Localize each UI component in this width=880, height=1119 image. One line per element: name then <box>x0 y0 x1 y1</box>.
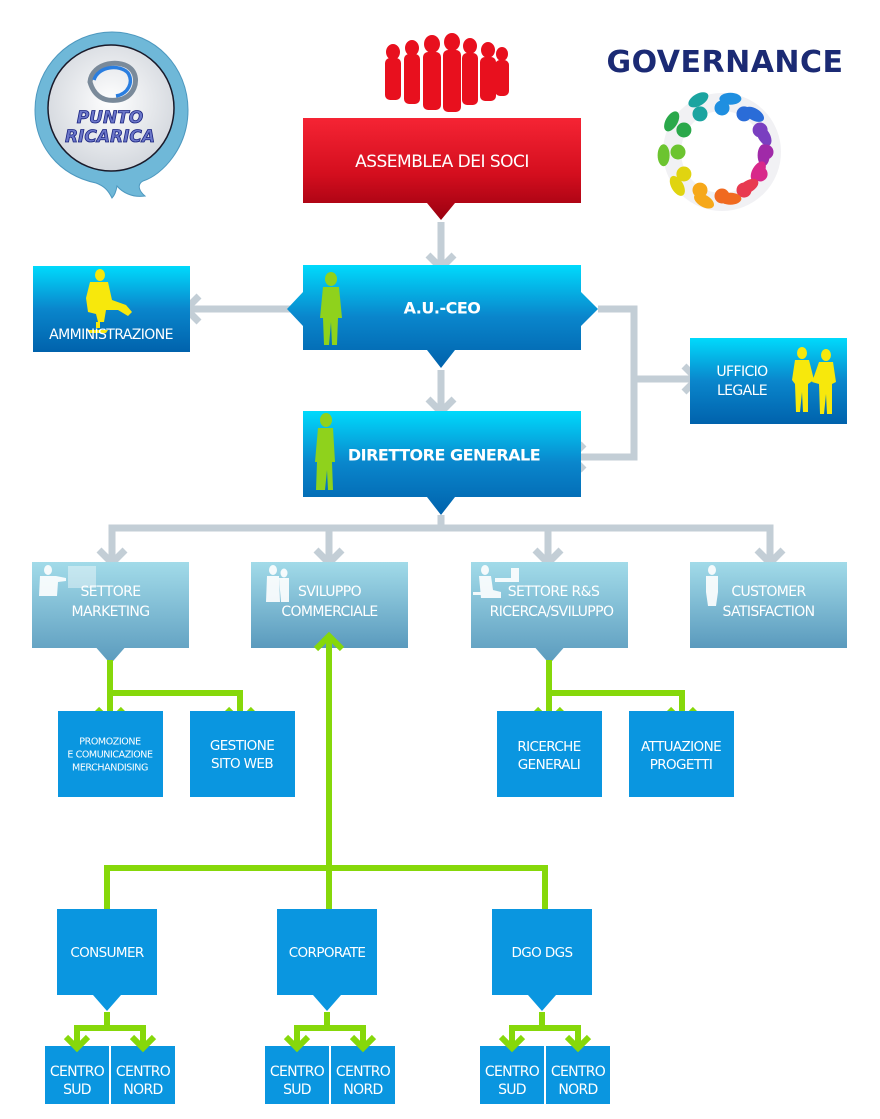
swirl-icon <box>87 60 138 103</box>
amministrazione-label: AMMINISTRAZIONE <box>49 327 173 343</box>
centro-sud-line1: CENTRO <box>485 1064 540 1080</box>
rs-child-box[interactable]: RICERCHE GENERALI <box>497 711 602 797</box>
rs-child-box[interactable]: ATTUAZIONE PROGETTI <box>629 711 734 797</box>
rs-child-label-line1: RICERCHE <box>517 739 580 755</box>
green-connectors <box>91 631 698 934</box>
person-head <box>692 106 708 122</box>
commercial-child-box[interactable]: CONSUMER <box>57 909 157 1011</box>
centro-nord-line2: NORD <box>343 1082 382 1098</box>
commercial-child-label: CONSUMER <box>70 945 144 961</box>
people-circle-icon <box>657 92 781 211</box>
sector-label-line2: MARKETING <box>71 604 149 620</box>
centro-nord-line2: NORD <box>558 1082 597 1098</box>
marketing-child-label: E COMUNICAZIONE <box>67 750 153 761</box>
person-figure <box>688 92 709 108</box>
governance-title: GOVERNANCE <box>606 45 843 80</box>
person-head <box>676 166 692 182</box>
direttore-label: DIRETTORE GENERALE <box>348 446 540 465</box>
person-head <box>670 144 686 160</box>
person-head <box>676 122 692 138</box>
ceo-box[interactable]: A.U.-CEO <box>287 265 598 368</box>
centro-sud-line2: SUD <box>498 1082 526 1098</box>
sector-label-line1: CUSTOMER <box>731 584 806 600</box>
person-head <box>736 182 752 198</box>
rs-child-label-line2: PROGETTI <box>650 757 713 773</box>
logo-text-line2: RICARICA <box>65 127 155 147</box>
centro-sud-box[interactable]: CENTRO SUD <box>480 1046 544 1104</box>
chair-man-icon <box>86 269 132 333</box>
presenter-icon <box>39 565 96 596</box>
sector-box-3[interactable]: SETTORE R&S RICERCA/SVILUPPO <box>471 562 628 664</box>
sector-label-line1: SETTORE <box>81 584 141 600</box>
desk-worker-icon <box>473 565 519 598</box>
centro-nord-box[interactable]: CENTRO NORD <box>331 1046 395 1104</box>
rs-child-label-line1: ATTUAZIONE <box>641 739 721 755</box>
commercial-child-label: DGO DGS <box>512 945 573 961</box>
centro-sud-line2: SUD <box>283 1082 311 1098</box>
centri-connectors <box>63 1012 592 1053</box>
marketing-child-label: SITO WEB <box>211 756 273 772</box>
group-people-icon <box>385 33 509 112</box>
marketing-child-label: PROMOZIONE <box>79 737 141 748</box>
centro-sud-box[interactable]: CENTRO SUD <box>265 1046 329 1104</box>
person-figure <box>657 144 670 167</box>
sector-label-line2: COMMERCIALE <box>281 604 377 620</box>
person-head <box>692 182 708 198</box>
man-standing-icon <box>315 413 335 490</box>
centro-nord-box[interactable]: CENTRO NORD <box>111 1046 175 1104</box>
sector-box-4[interactable]: CUSTOMER SATISFACTION <box>690 562 847 648</box>
couple-icon <box>266 565 289 602</box>
marketing-child-box[interactable]: PROMOZIONE E COMUNICAZIONE MERCHANDISING <box>58 711 163 797</box>
ufficio-legale-line1: UFFICIO <box>716 364 768 380</box>
centro-sud-box[interactable]: CENTRO SUD <box>45 1046 109 1104</box>
punto-ricarica-logo: PUNTO RICARICA <box>34 31 189 199</box>
person-head <box>758 144 774 160</box>
centro-nord-line1: CENTRO <box>116 1064 171 1080</box>
assemblea-label: ASSEMBLEA DEI SOCI <box>355 152 529 172</box>
centro-nord-box[interactable]: CENTRO NORD <box>546 1046 610 1104</box>
marketing-child-label: MERCHANDISING <box>72 763 148 774</box>
person-head <box>736 106 752 122</box>
centro-sud-line2: SUD <box>63 1082 91 1098</box>
person-figure <box>664 111 680 132</box>
centro-nord-line1: CENTRO <box>336 1064 391 1080</box>
person-head <box>752 122 768 138</box>
sector-box-2[interactable]: SVILUPPO COMMERCIALE <box>251 562 408 648</box>
sector-label-line1: SVILUPPO <box>298 584 362 600</box>
ufficio-legale-box[interactable]: UFFICIO LEGALE <box>690 338 847 424</box>
sector-label-line1: SETTORE R&S <box>508 584 600 600</box>
marketing-child-label: GESTIONE <box>210 738 274 754</box>
centro-sud-line1: CENTRO <box>270 1064 325 1080</box>
amministrazione-box[interactable]: AMMINISTRAZIONE <box>33 266 190 352</box>
centro-nord-line1: CENTRO <box>551 1064 606 1080</box>
woman-reading-icon <box>706 565 718 606</box>
commercial-child-box[interactable]: DGO DGS <box>492 909 592 1011</box>
person-head <box>752 166 768 182</box>
rs-child-label-line2: GENERALI <box>518 757 580 773</box>
sector-label-line2: SATISFACTION <box>722 604 814 620</box>
commercial-child-label: CORPORATE <box>289 945 366 961</box>
gray-arrowheads <box>96 547 786 568</box>
sector-label-line2: RICERCA/SVILUPPO <box>490 604 614 620</box>
marketing-child-box[interactable]: GESTIONE SITO WEB <box>190 711 295 797</box>
direttore-generale-box[interactable]: DIRETTORE GENERALE <box>303 411 581 515</box>
centro-sud-line1: CENTRO <box>50 1064 105 1080</box>
businesswoman-icon <box>320 272 342 345</box>
centro-nord-line2: NORD <box>123 1082 162 1098</box>
sector-box-1[interactable]: SETTORE MARKETING <box>32 562 189 664</box>
commercial-child-box[interactable]: CORPORATE <box>277 909 377 1011</box>
ufficio-legale-line2: LEGALE <box>717 383 767 399</box>
logo-text-line1: PUNTO <box>77 108 144 128</box>
person-head <box>714 188 730 204</box>
assemblea-dei-soci-box[interactable]: ASSEMBLEA DEI SOCI <box>303 118 581 220</box>
handshake-icon <box>792 347 836 414</box>
ceo-label: A.U.-CEO <box>404 299 481 318</box>
person-head <box>714 100 730 116</box>
